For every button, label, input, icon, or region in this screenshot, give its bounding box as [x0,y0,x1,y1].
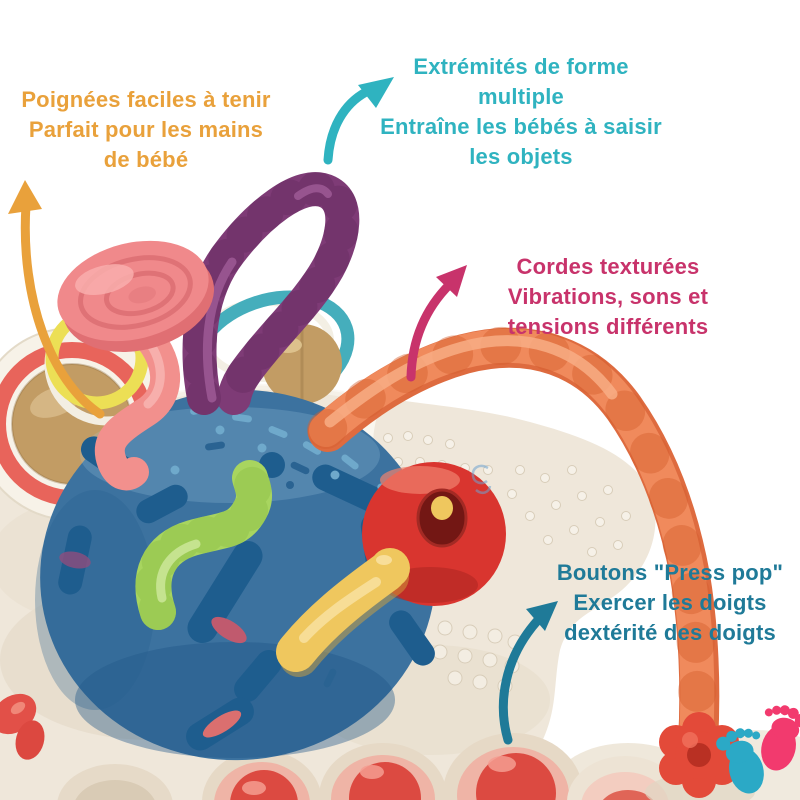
callout-cords-line2: Vibrations, sons et [507,284,709,309]
red-handle-fragment [0,693,45,760]
callout-handles-line1: Poignées faciles à tenir [21,87,271,112]
callout-handles-line3: de bébé [103,147,189,172]
callout-press-pop: Boutons "Press pop" Exercer les doigts d… [540,558,800,648]
arrow-press-pop [498,601,558,745]
callout-tips-line2: multiple [478,84,564,109]
pink-spiral-handle [57,240,215,352]
callout-tips: Extrémités de forme multiple Entraîne le… [368,52,674,172]
callout-tips-line3: Entraîne les bébés à saisir [380,114,662,139]
callout-handles: Poignées faciles à tenir Parfait pour le… [0,85,292,175]
orange-rope [307,326,720,762]
pink-foot-icon [761,705,800,771]
green-cord [135,460,272,630]
callout-press-pop-line1: Boutons "Press pop" [556,560,784,585]
faint-watermark [471,464,492,495]
press-pop-buttons [57,733,683,800]
callout-cords-line3: tensions différents [507,314,709,339]
blue-foot-icon [716,728,764,794]
arrow-cords [406,265,467,382]
baby-feet-logo-icon [716,705,800,794]
callout-press-pop-line2: Exercer les doigts [573,590,767,615]
callout-tips-line1: Extrémités de forme [413,54,629,79]
callout-handles-line2: Parfait pour les mains [28,117,264,142]
callout-cords-line1: Cordes texturées [516,254,700,279]
callout-press-pop-line3: dextérité des doigts [564,620,776,645]
callout-tips-line4: les objets [469,144,573,169]
arrow-tips [323,77,394,165]
yellow-cord [276,548,410,677]
base-texture-dots [383,431,631,694]
arrow-handles [8,180,105,419]
callout-cords: Cordes texturées Vibrations, sons et ten… [483,252,733,342]
